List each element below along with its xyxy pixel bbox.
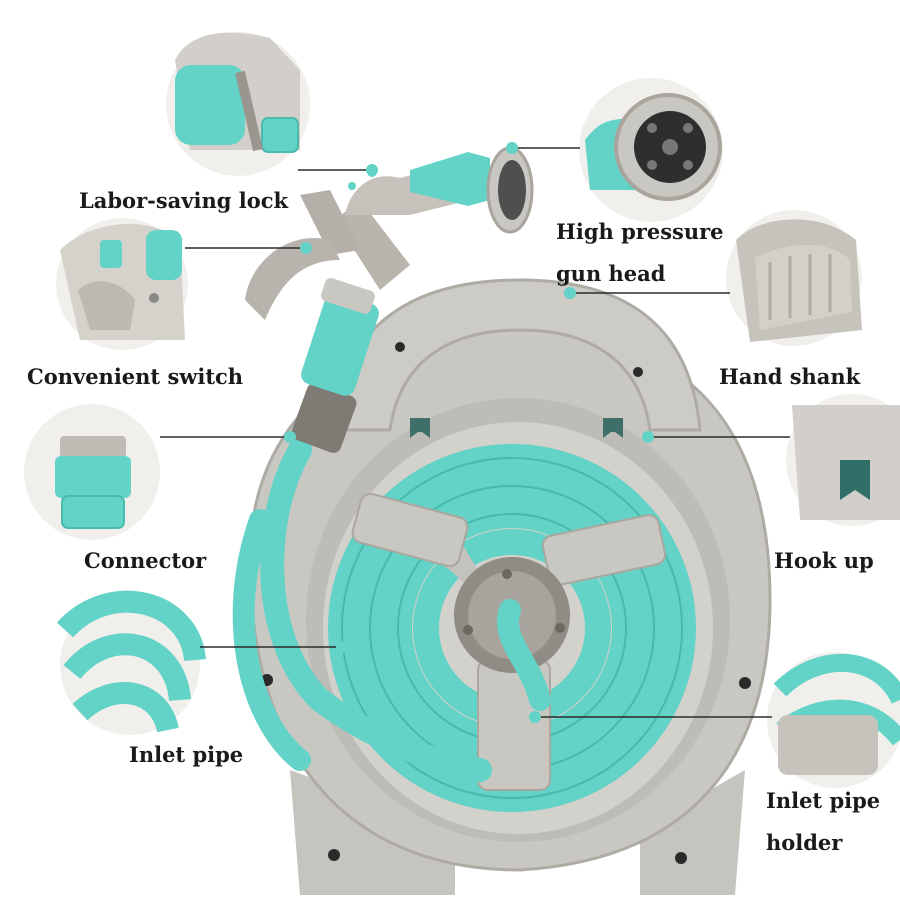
leader-dots	[284, 142, 654, 723]
label-labor-saving-lock: Labor-saving lock	[79, 188, 289, 213]
nozzle-head-closeup	[579, 78, 723, 222]
label-inlet-pipe-holder-line1: Inlet pipe	[766, 788, 881, 813]
spray-gun	[245, 146, 534, 320]
hook-closeup	[786, 394, 900, 526]
reel-crank	[351, 492, 667, 791]
label-connector: Connector	[84, 548, 207, 573]
connector-assembly	[291, 278, 379, 453]
label-inlet-pipe-holder-line2: holder	[766, 830, 843, 855]
switch-closeup	[56, 218, 188, 350]
labor-saving-lock-closeup	[166, 32, 310, 176]
handle-closeup	[726, 210, 862, 346]
leader-lines	[160, 147, 790, 718]
inlet-pipe-closeup	[56, 590, 206, 735]
label-hook-up: Hook up	[774, 548, 874, 573]
connector-closeup	[24, 404, 160, 540]
holder-closeup	[767, 652, 900, 788]
label-hand-shank: Hand shank	[719, 364, 861, 389]
label-inlet-pipe: Inlet pipe	[129, 742, 244, 767]
label-convenient-switch: Convenient switch	[27, 364, 244, 389]
label-high-pressure-line1: High pressure	[556, 219, 724, 244]
hose-to-gun	[232, 438, 492, 782]
label-high-pressure-line2: gun head	[556, 261, 666, 286]
